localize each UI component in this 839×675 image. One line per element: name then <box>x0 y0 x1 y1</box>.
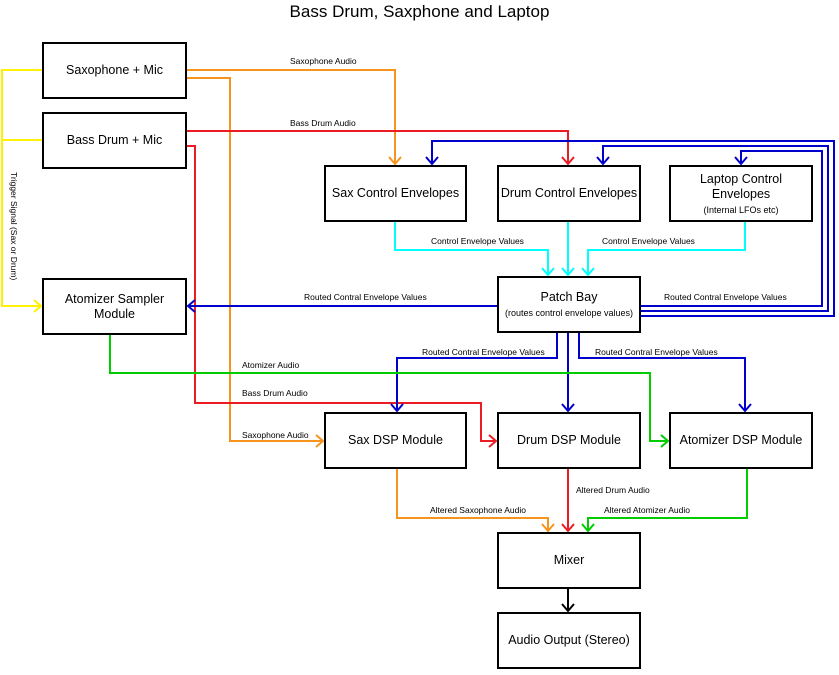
laptop-control-envelopes-label: Laptop Control Envelopes <box>699 171 782 201</box>
drum-audio-to-drum-envelopes <box>187 130 569 163</box>
trigger-signal <box>1 69 42 307</box>
patch-bay-loop-3 <box>431 140 835 317</box>
atomizer-dsp-node: Atomizer DSP Module <box>669 412 813 469</box>
bass-drum-mic-node: Bass Drum + Mic <box>42 112 187 169</box>
edge-label-bass-drum-audio-bottom: Bass Drum Audio <box>242 388 308 398</box>
trigger-arrowhead <box>33 299 43 313</box>
edge-label-altered-atomizer: Altered Atomizer Audio <box>604 505 690 515</box>
sax-control-envelopes-node: Sax Control Envelopes <box>324 165 467 222</box>
edge-label-altered-drum: Altered Drum Audio <box>576 485 650 495</box>
edge-label-routed-right: Routed Contral Envelope Values <box>664 292 787 302</box>
sax-dsp-node: Sax DSP Module <box>324 412 467 469</box>
connection-lines <box>1 69 835 610</box>
arrow-heads <box>33 156 752 613</box>
mixer-label: Mixer <box>553 553 585 567</box>
edge-label-routed-down-right: Routed Contral Envelope Values <box>595 347 718 357</box>
altered-atomizer-arrowhead <box>581 523 595 533</box>
edge-label-routed-down-left: Routed Contral Envelope Values <box>422 347 545 357</box>
drum-audio-arrowhead-top <box>561 156 575 166</box>
audio-output-node: Audio Output (Stereo) <box>497 612 641 669</box>
edge-label-trigger-signal: Trigger Signal (Sax or Drum) <box>9 172 19 281</box>
altered-sax-to-mixer <box>396 469 549 530</box>
sax-audio-to-sax-envelopes <box>187 69 396 163</box>
sax-control-envelopes-label: Sax Control Envelopes <box>331 186 460 200</box>
control-arrowhead-left <box>541 267 555 277</box>
drum-control-envelopes-node: Drum Control Envelopes <box>497 165 641 222</box>
routed-arrowhead-sax-dsp <box>390 403 404 413</box>
diagram-title: Bass Drum, Saxphone and Laptop <box>289 2 550 21</box>
laptop-control-envelopes-node: Laptop Control Envelopes (Internal LFOs … <box>669 165 813 222</box>
sax-env-to-patch-bay <box>394 222 549 274</box>
routed-arrowhead-laptop-env <box>734 156 748 166</box>
atomizer-audio-to-atomizer-dsp <box>109 335 667 442</box>
altered-drum-arrowhead <box>561 523 575 533</box>
edge-label-atomizer-audio: Atomizer Audio <box>242 360 300 370</box>
routed-arrowhead-atomizer-dsp <box>738 403 752 413</box>
patch-bay-node: Patch Bay (routes control envelope value… <box>497 276 641 333</box>
sax-dsp-label: Sax DSP Module <box>348 433 443 447</box>
edge-label-saxophone-audio-bottom: Saxophone Audio <box>242 430 309 440</box>
sax-audio-arrowhead-bottom <box>315 434 325 448</box>
routed-arrowhead-drum-env <box>596 156 610 166</box>
atomizer-audio-arrowhead <box>660 434 670 448</box>
drum-dsp-node: Drum DSP Module <box>497 412 641 469</box>
altered-sax-arrowhead <box>541 523 555 533</box>
patch-bay-to-sax-dsp <box>396 333 558 410</box>
edge-label-routed-left: Routed Contral Envelope Values <box>304 292 427 302</box>
control-arrowhead-right <box>581 267 595 277</box>
edge-label-altered-saxophone: Altered Saxophone Audio <box>430 505 526 515</box>
patch-bay-to-atomizer-dsp <box>578 333 746 410</box>
patch-bay-loop-1 <box>641 150 823 307</box>
atomizer-dsp-label: Atomizer DSP Module <box>679 433 803 447</box>
atomizer-sampler-label: Atomizer Sampler Module <box>64 291 165 321</box>
atomizer-sampler-node: Atomizer Sampler Module <box>42 278 187 335</box>
control-arrowhead-mid <box>561 267 575 277</box>
laptop-env-to-patch-bay <box>587 222 746 274</box>
sax-audio-arrowhead-top <box>388 156 402 166</box>
patch-bay-sublabel: (routes control envelope values) <box>504 308 634 318</box>
mixer-node: Mixer <box>497 532 641 589</box>
patch-bay-label: Patch Bay <box>540 290 598 304</box>
routed-arrowhead-drum-dsp <box>561 403 575 413</box>
altered-atomizer-to-mixer <box>587 469 748 530</box>
drum-control-envelopes-label: Drum Control Envelopes <box>500 186 638 200</box>
laptop-control-envelopes-sublabel: (Internal LFOs etc) <box>703 204 779 215</box>
saxophone-mic-node: Saxophone + Mic <box>42 42 187 99</box>
routed-arrowhead-sax-env <box>425 156 439 166</box>
sax-audio-to-sax-dsp <box>187 77 322 442</box>
edge-label-bass-drum-audio-top: Bass Drum Audio <box>290 118 356 128</box>
saxophone-mic-label: Saxophone + Mic <box>66 63 163 77</box>
edge-label-saxophone-audio-top: Saxophone Audio <box>290 56 357 66</box>
edge-label-control-envelope-left: Control Envelope Values <box>431 236 524 246</box>
audio-output-label: Audio Output (Stereo) <box>508 633 630 647</box>
drum-audio-to-drum-dsp <box>187 145 495 442</box>
bass-drum-mic-label: Bass Drum + Mic <box>66 133 163 147</box>
routed-arrowhead-atomizer-sampler <box>186 299 196 313</box>
edge-label-control-envelope-right: Control Envelope Values <box>602 236 695 246</box>
patch-bay-loop-2 <box>602 145 829 312</box>
drum-dsp-label: Drum DSP Module <box>517 433 621 447</box>
drum-audio-arrowhead-bottom <box>488 434 498 448</box>
output-arrowhead <box>561 603 575 613</box>
